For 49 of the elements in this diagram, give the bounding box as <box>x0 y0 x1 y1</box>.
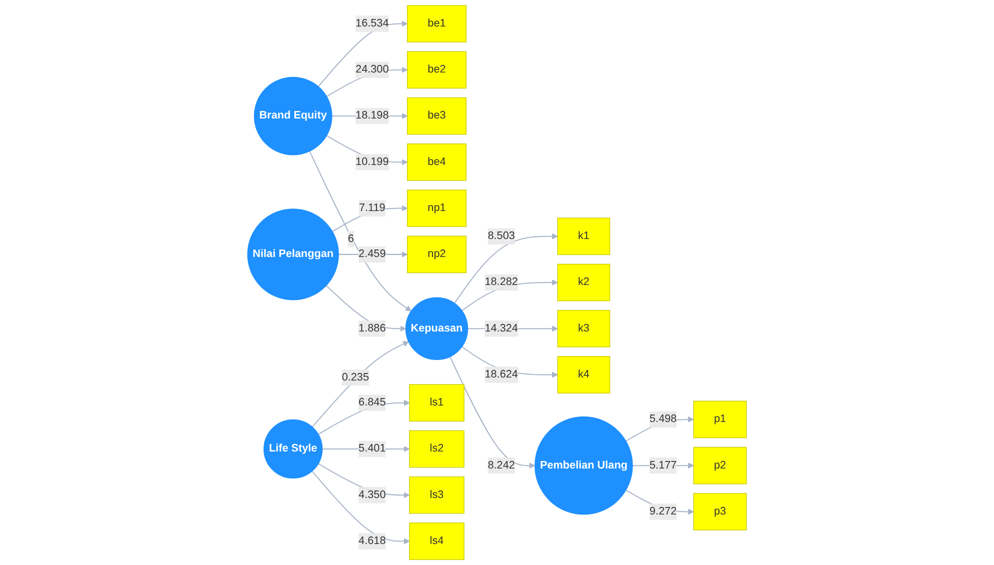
node-box: be3 <box>407 97 466 135</box>
edge-label: 18.282 <box>484 276 518 288</box>
edge-label: 1.886 <box>358 322 386 334</box>
edge-label: 5.401 <box>358 442 386 454</box>
node-box: np2 <box>407 236 466 274</box>
edge-label: 4.618 <box>358 535 386 547</box>
edge-label: 24.300 <box>356 64 389 76</box>
node-box: ls1 <box>409 384 464 422</box>
node-circle: Pembelian Ulang <box>534 416 633 515</box>
node-box: k3 <box>557 310 610 348</box>
node-circle: Kepuasan <box>405 297 468 360</box>
edge-label: 6.845 <box>358 396 386 408</box>
edge-label: 10.199 <box>356 156 389 168</box>
arrow <box>312 470 410 544</box>
edge-label: 14.324 <box>484 322 518 334</box>
edge-label: 9.272 <box>650 506 677 518</box>
arrow <box>454 233 558 304</box>
edge-label: 8.503 <box>488 230 515 242</box>
node-box: ls4 <box>409 522 464 560</box>
edge-label: 0.235 <box>342 372 370 384</box>
edge-label: 6 <box>348 233 354 245</box>
arrow <box>309 150 412 312</box>
edge-label: 16.534 <box>356 18 389 30</box>
edge-label: 18.198 <box>356 110 389 122</box>
edge-label: 2.459 <box>358 248 386 260</box>
node-box: p1 <box>693 400 747 438</box>
node-box: p3 <box>693 493 747 530</box>
node-box: k4 <box>557 356 610 394</box>
node-box: be4 <box>407 144 466 181</box>
arrow <box>450 356 536 469</box>
arrow <box>312 341 409 428</box>
node-box: ls2 <box>409 430 464 468</box>
node-box: ls3 <box>409 476 464 514</box>
node-box: k1 <box>557 218 610 256</box>
node-box: be2 <box>407 51 466 89</box>
node-circle: Life Style <box>264 419 323 479</box>
edge-label: 5.177 <box>650 459 677 472</box>
edge-label: 18.624 <box>484 368 518 380</box>
node-circle: Brand Equity <box>254 76 332 156</box>
arrow <box>318 20 408 87</box>
edge-label: 4.350 <box>358 489 386 501</box>
node-box: be1 <box>407 5 466 42</box>
edge-label: 8.242 <box>488 459 515 472</box>
node-box: k2 <box>557 264 610 302</box>
node-box: p2 <box>693 446 747 484</box>
edge-label: 7.119 <box>358 202 386 214</box>
edge-label: 5.498 <box>650 413 677 425</box>
node-box: np1 <box>407 190 466 227</box>
node-circle: Nilai Pelanggan <box>247 208 339 300</box>
